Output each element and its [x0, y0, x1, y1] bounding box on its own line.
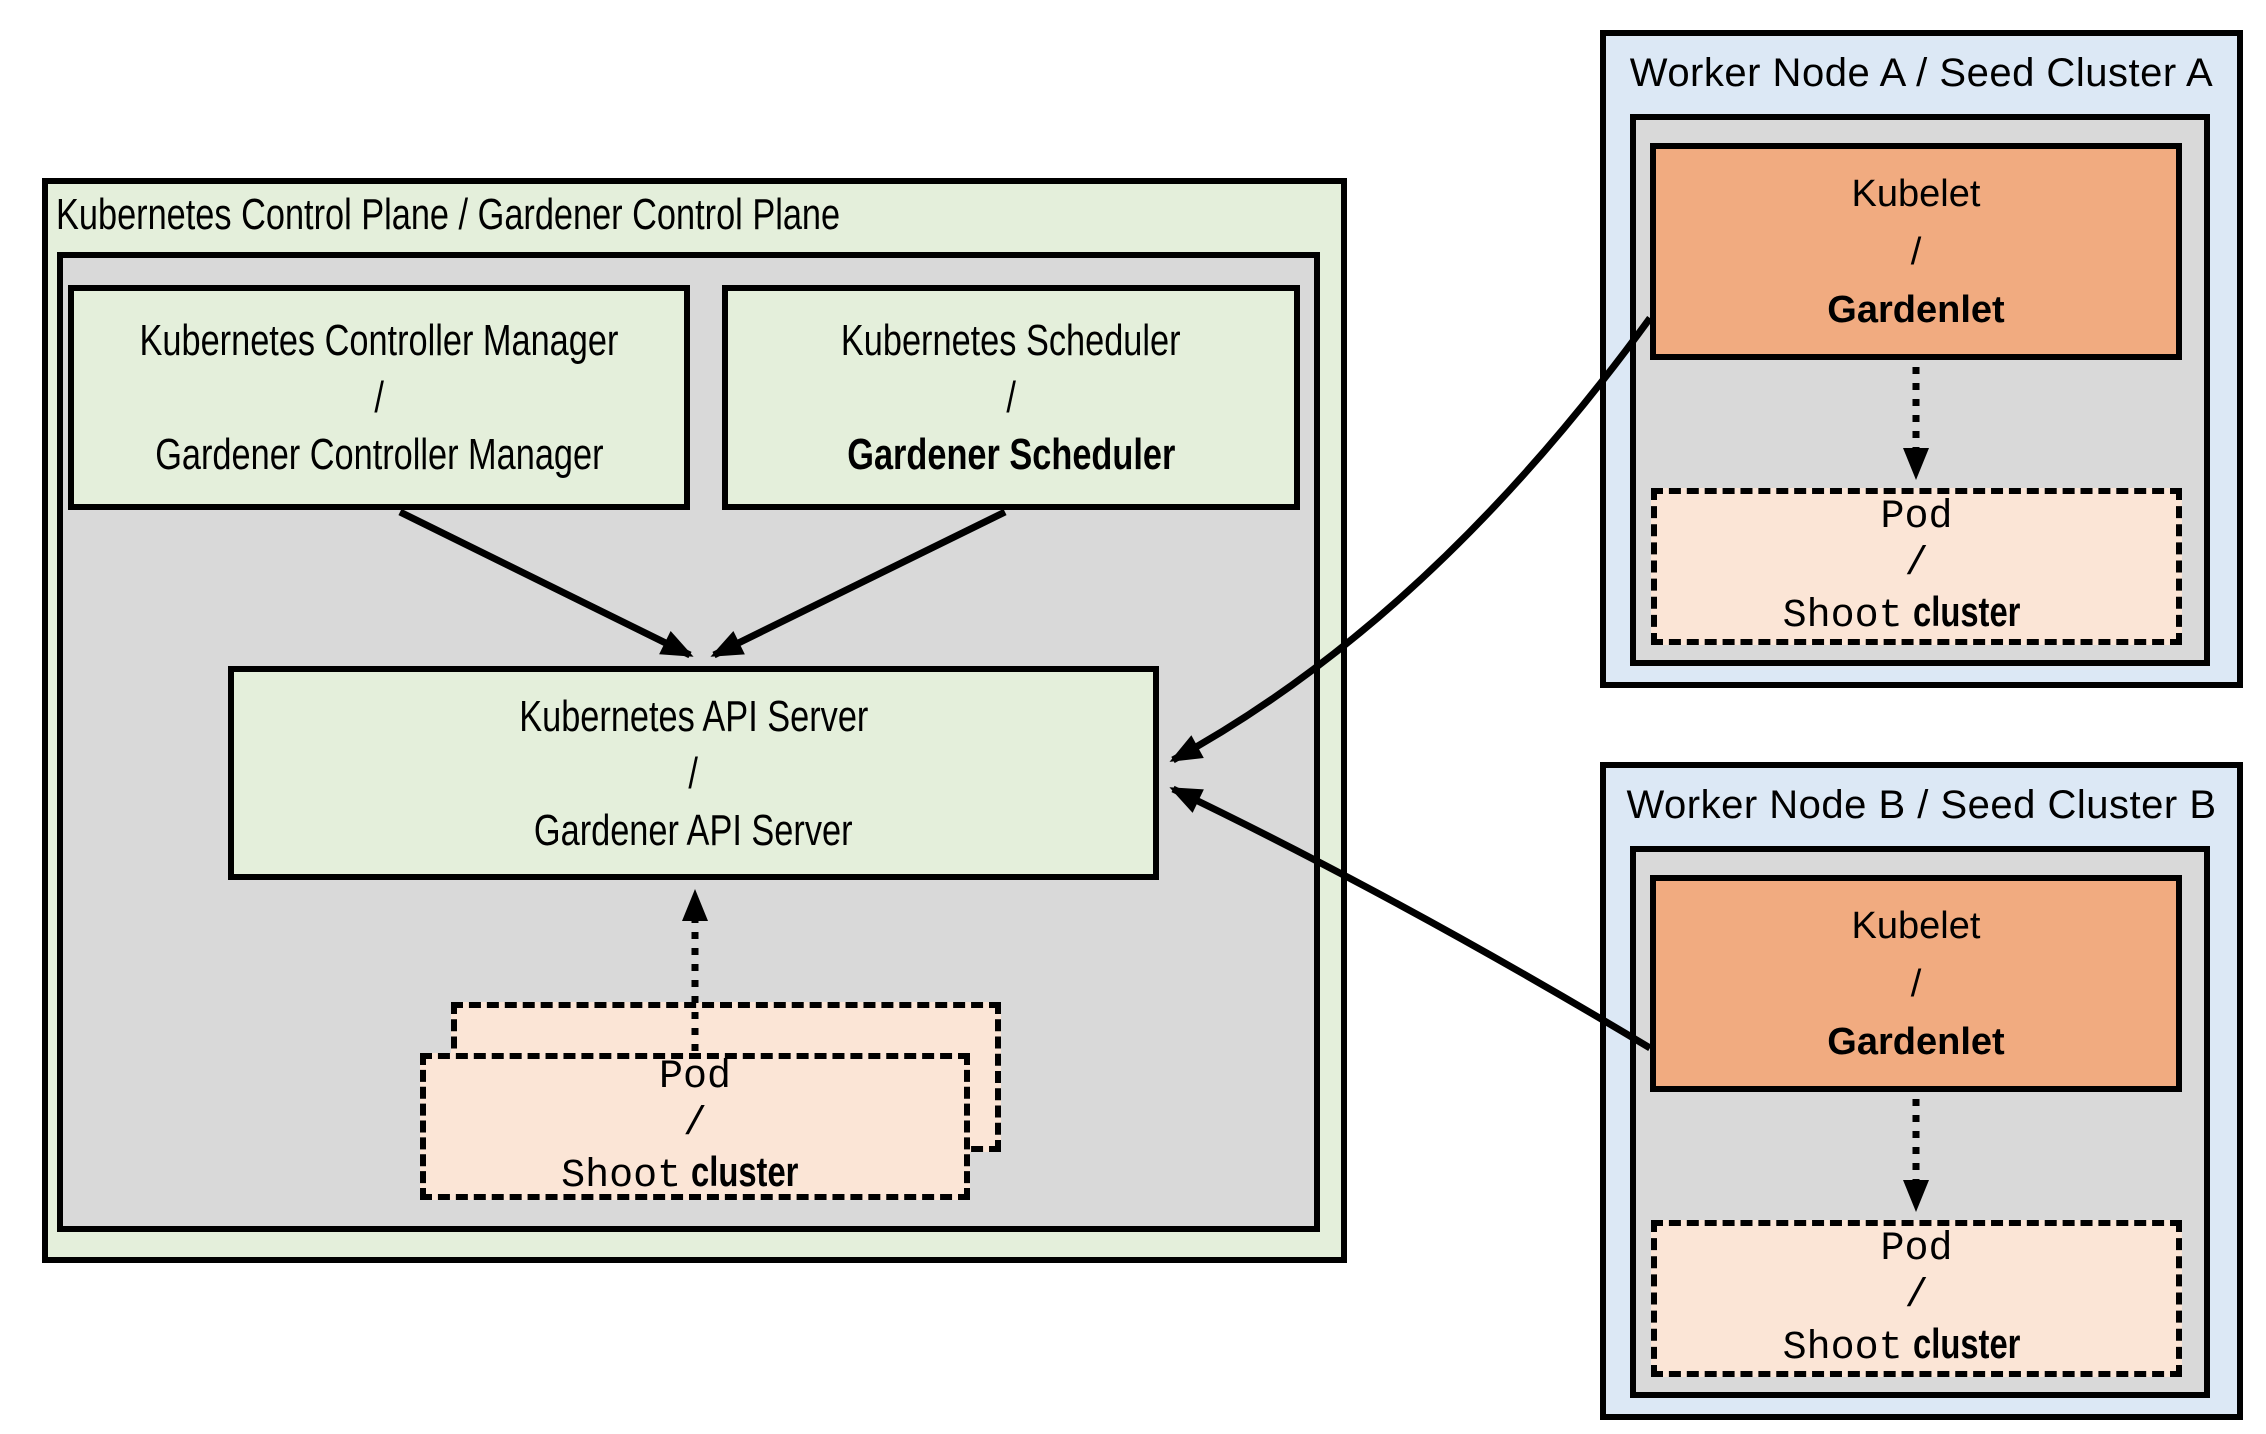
api-server-box: Kubernetes API Server / Gardener API Ser…	[228, 666, 1159, 880]
pod-line1: Pod	[658, 1054, 731, 1100]
pod-b-line2-mono: Shoot	[1782, 1325, 1903, 1371]
api-server-line2: Gardener API Server	[534, 805, 853, 855]
kubelet-a-separator: /	[1910, 230, 1922, 273]
worker-node-b-title: Worker Node B / Seed Cluster B	[1626, 783, 2217, 827]
api-server-separator: /	[688, 748, 699, 798]
scheduler-box: Kubernetes Scheduler / Gardener Schedule…	[722, 285, 1300, 510]
control-plane-title: Kubernetes Control Plane / Gardener Cont…	[56, 178, 1256, 252]
kubelet-a-line1: Kubelet	[1851, 172, 1981, 215]
kubelet-a-line2: Gardenlet	[1827, 288, 2005, 331]
controller-manager-separator: /	[374, 373, 384, 422]
pod-b-line1: Pod	[1880, 1226, 1953, 1272]
controller-manager-box: Kubernetes Controller Manager / Gardener…	[68, 285, 690, 510]
kubelet-gardenlet-b-box: Kubelet / Gardenlet	[1650, 875, 2182, 1092]
pod-a-line2-mono: Shoot	[1782, 593, 1903, 639]
worker-node-a-title: Worker Node A / Seed Cluster A	[1629, 51, 2214, 95]
scheduler-separator: /	[1006, 373, 1016, 422]
pod-a-line1: Pod	[1880, 494, 1953, 540]
control-plane-title-text: Kubernetes Control Plane / Gardener Cont…	[56, 190, 841, 239]
controller-manager-line2: Gardener Controller Manager	[154, 430, 604, 479]
controller-manager-line1: Kubernetes Controller Manager	[139, 316, 619, 365]
scheduler-line2: Gardener Scheduler	[846, 430, 1176, 479]
pod-a-separator: /	[1904, 541, 1929, 587]
api-server-line1: Kubernetes API Server	[518, 691, 869, 741]
scheduler-line1: Kubernetes Scheduler	[841, 316, 1181, 365]
pod-b-line2-sans: cluster	[1912, 1319, 2021, 1367]
pod-b-separator: /	[1904, 1273, 1929, 1319]
pod-line2-sans: cluster	[691, 1147, 799, 1195]
kubelet-b-line2: Gardenlet	[1827, 1020, 2005, 1063]
kubelet-b-separator: /	[1910, 962, 1922, 1005]
pod-separator: /	[682, 1101, 707, 1147]
pod-a-line2-sans: cluster	[1912, 587, 2021, 635]
kubelet-b-line1: Kubelet	[1851, 904, 1981, 947]
pod-line2-mono: Shoot	[561, 1153, 682, 1199]
kubelet-gardenlet-a-box: Kubelet / Gardenlet	[1650, 143, 2182, 360]
